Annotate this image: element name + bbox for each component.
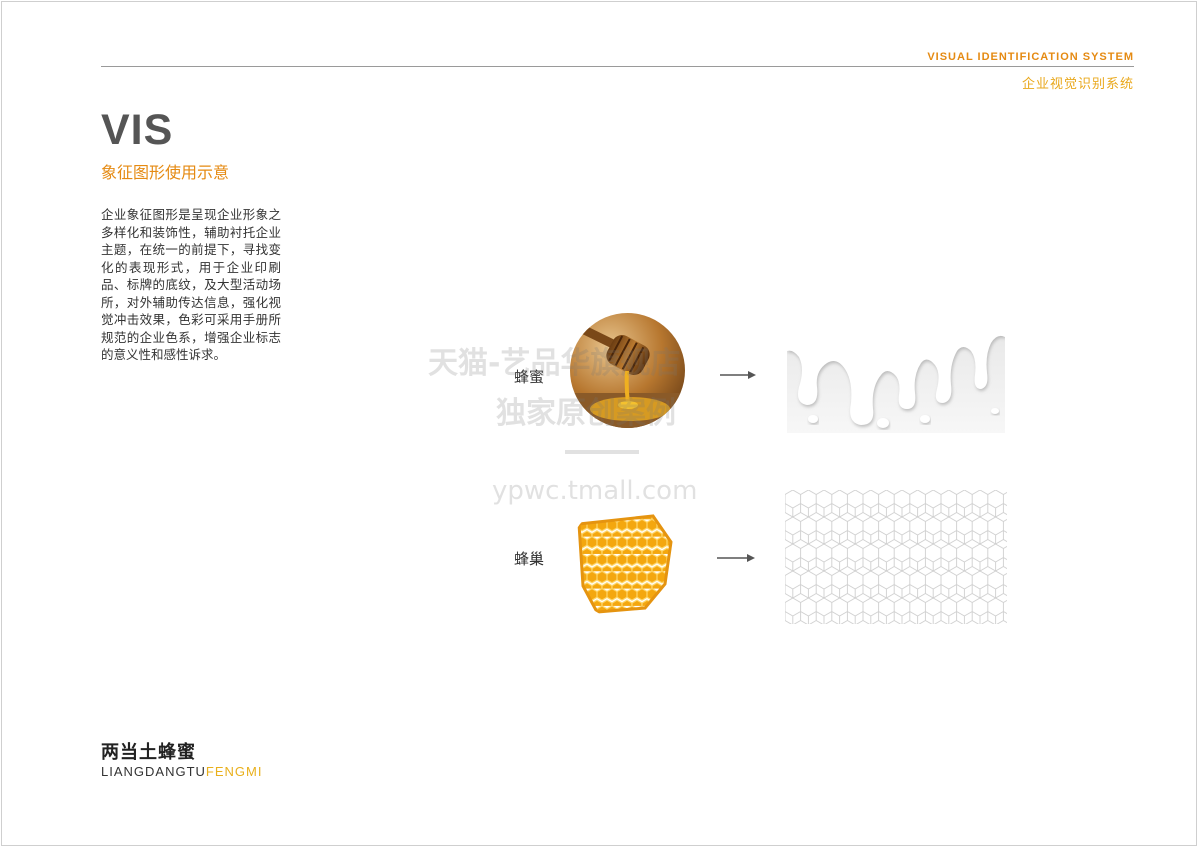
row-label-honey: 蜂蜜	[514, 368, 545, 386]
brand-name-en-part2: FENGMI	[205, 764, 263, 779]
arrow-right-icon	[717, 554, 755, 562]
drip-pattern	[787, 315, 1005, 433]
brand-name-cn: 两当土蜂蜜	[101, 742, 196, 763]
brand-name-en: LIANGDANGTUFENGMI	[101, 764, 262, 779]
header-title-cn: 企业视觉识别系统	[1021, 77, 1134, 92]
section-description: 企业象征图形是呈现企业形象之多样化和装饰性，辅助衬托企业主题，在统一的前提下，寻…	[101, 207, 281, 362]
brand-name-en-part1: LIANGDANGTU	[101, 764, 206, 779]
honey-dipper-photo	[570, 313, 685, 428]
honeycomb-photo	[567, 502, 685, 620]
header-divider	[101, 66, 1134, 67]
section-title: VIS	[101, 106, 174, 154]
honeycomb-pattern	[785, 490, 1007, 624]
row-label-honeycomb: 蜂巢	[514, 550, 545, 568]
section-subtitle: 象征图形使用示意	[101, 163, 230, 182]
header-title-en: VISUAL IDENTIFICATION SYSTEM	[927, 51, 1134, 63]
arrow-right-icon	[720, 371, 756, 379]
